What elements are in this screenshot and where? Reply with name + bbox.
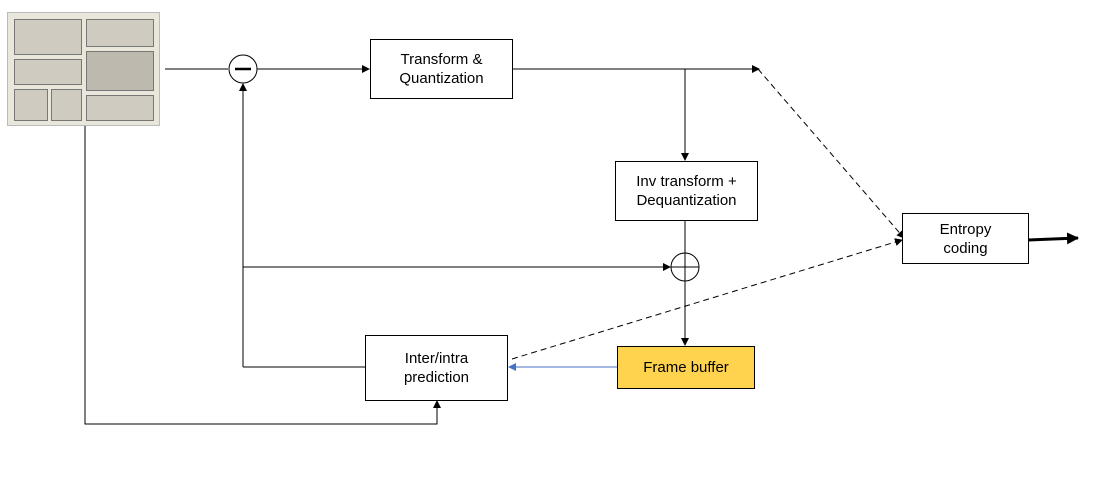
- inverse-transform-block: Inv transform + Dequantization: [615, 161, 758, 221]
- input-image: [7, 12, 160, 126]
- prediction-block: Inter/intra prediction: [365, 335, 508, 401]
- prediction-label: Inter/intra prediction: [403, 350, 470, 386]
- entropy-coding-label: Entropy coding: [939, 220, 992, 257]
- inverse-transform-label: Inv transform + Dequantization: [636, 173, 737, 209]
- transform-quantization-label: Transform & Quantization: [399, 51, 484, 87]
- frame-buffer-label: Frame buffer: [643, 359, 729, 376]
- input-to-prediction-arrow: [84, 126, 441, 425]
- subtractor-node: [228, 54, 258, 84]
- transform-quantization-block: Transform & Quantization: [370, 39, 513, 99]
- entropy-coding-block: Entropy coding: [902, 213, 1029, 264]
- frame-buffer-block: Frame buffer: [617, 346, 755, 389]
- entropy-output-arrow: [1027, 232, 1079, 245]
- adder-node: [670, 252, 700, 282]
- prediction-to-entropy-dashed-arrow: [511, 238, 903, 360]
- coeffs-to-entropy-dashed-arrow: [757, 68, 905, 239]
